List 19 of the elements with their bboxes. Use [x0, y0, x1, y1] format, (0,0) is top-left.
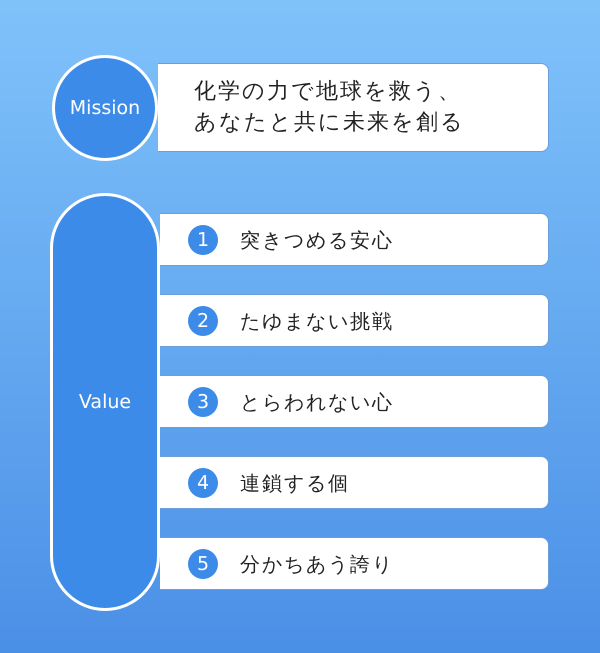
step-number: 1	[188, 225, 218, 255]
value-card	[160, 213, 549, 266]
value-text: 連鎖する個	[240, 470, 350, 497]
value-card	[160, 456, 549, 509]
value-text: 分かちあう誇り	[240, 551, 394, 578]
value-label: Value	[78, 391, 132, 413]
value-card	[160, 375, 549, 428]
value-text: たゆまない挑戦	[240, 308, 394, 335]
value-card	[160, 294, 549, 347]
step-number: 5	[188, 549, 218, 579]
mission-statement: 化学の力で地球を救う、あなたと共に未来を創る	[194, 78, 466, 137]
mission-label: Mission	[70, 97, 140, 119]
value-card	[160, 537, 549, 590]
mission-card	[158, 63, 549, 152]
step-number: 3	[188, 387, 218, 417]
step-number: 4	[188, 468, 218, 498]
value-text: 突きつめる安心	[240, 227, 394, 254]
step-number: 2	[188, 306, 218, 336]
value-text: とらわれない心	[240, 389, 394, 416]
